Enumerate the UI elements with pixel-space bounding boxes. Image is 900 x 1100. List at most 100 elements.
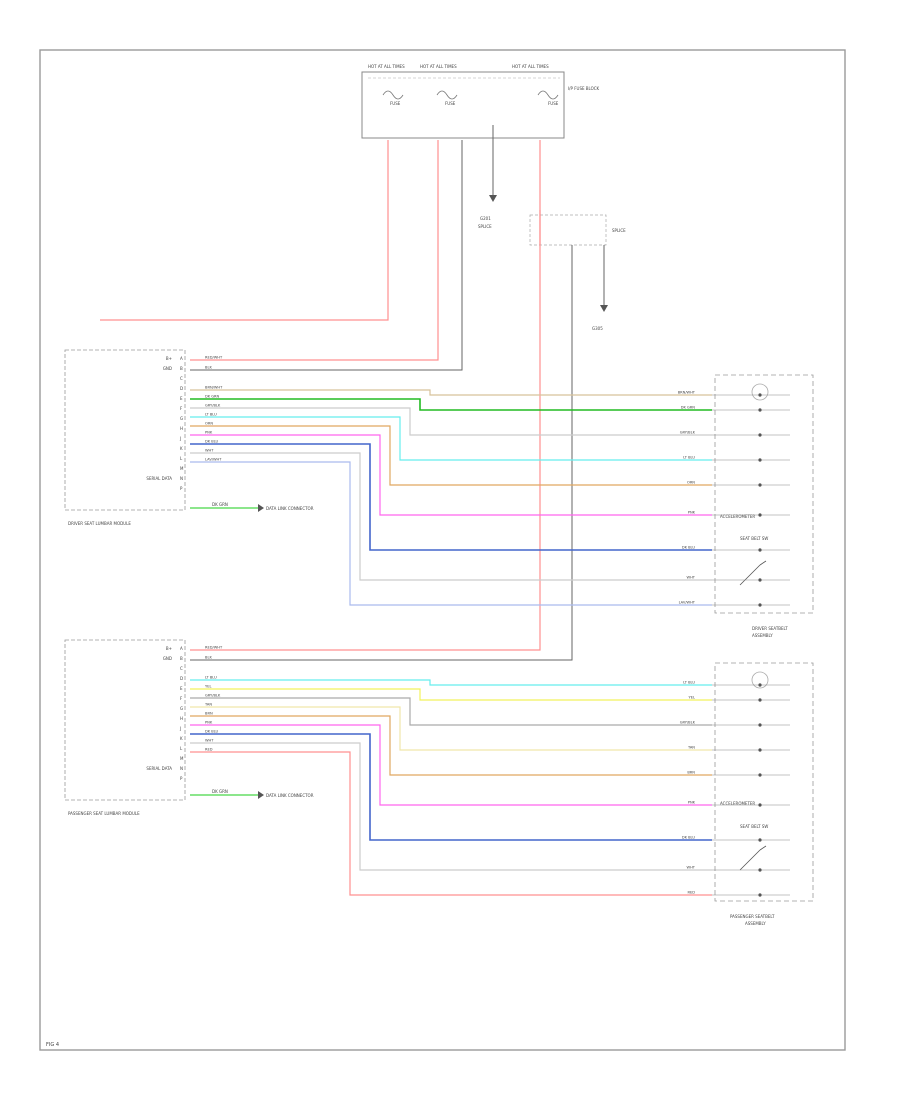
harness-wire-label: GRY/BLK (205, 694, 221, 698)
fuse-symbol-1 (382, 90, 404, 100)
harness-wire-label: DK BLU (205, 440, 219, 444)
passenger-serial-label: DK GRN (212, 789, 228, 794)
harness-wire (190, 751, 712, 896)
driver-assembly-sub: ASSEMBLY (752, 633, 773, 638)
module-pin-label: B+ (166, 646, 172, 651)
harness-wire-label-end: YEL (689, 696, 695, 700)
harness-wire (190, 742, 712, 871)
harness-wire (190, 425, 712, 486)
diagram-frame (39, 49, 846, 1051)
module-pin-number: F (180, 696, 183, 701)
passenger-switch-label: SEAT BELT SW (740, 824, 768, 829)
module-pin-number: H (180, 716, 183, 721)
module-pin-number: E (180, 686, 183, 691)
module-pin-number: K (180, 736, 183, 741)
module-pin-label: B+ (166, 356, 172, 361)
harness-wire (190, 724, 712, 806)
module-pin-number: N (180, 476, 183, 481)
passenger-module-name: PASSENGER SEAT LUMBAR MODULE (68, 811, 140, 816)
harness-wire (190, 443, 712, 551)
harness-wire-label: LT BLU (205, 676, 217, 680)
harness-wire-label-end: GRY/BLK (680, 431, 696, 435)
harness-wire-label-end: DK BLU (682, 546, 696, 550)
module-pin-number: A (180, 646, 183, 651)
module-pin-number: G (180, 706, 183, 711)
module-pin-label: GND (163, 366, 172, 371)
driver-switch-label: SEAT BELT SW (740, 536, 768, 541)
splice-label: SPLICE (612, 228, 626, 233)
feed-wire-red-2 (190, 140, 439, 361)
driver-serial-label: DK GRN (212, 502, 228, 507)
harness-wire (190, 416, 712, 461)
harness-wire-label: LAV/WHT (205, 458, 222, 462)
driver-module-box (64, 349, 186, 511)
harness-wire (190, 452, 712, 581)
fuse-label-3: HOT AT ALL TIMES (512, 64, 549, 69)
module-pin-number: L (180, 456, 183, 461)
harness-wire-label: YEL (205, 685, 211, 689)
module-pin-label: GND (163, 656, 172, 661)
module-pin-number: A (180, 356, 183, 361)
module-pin-number: L (180, 746, 183, 751)
passenger-sensor-icon (751, 671, 769, 689)
driver-module: DRIVER SEAT LUMBAR MODULE (64, 349, 186, 526)
power-wire-label: RED/WHT (205, 356, 223, 360)
harness-wire-label: BRN/WHT (205, 386, 223, 390)
driver-serial-dest: DATA LINK CONNECTOR (266, 506, 314, 511)
fuse-symbol-3 (537, 90, 559, 100)
harness-wire-label: GRY/BLK (205, 404, 221, 408)
harness-wire-label-end: RED (687, 891, 695, 895)
harness-wire-label-end: DK BLU (682, 836, 696, 840)
passenger-serial-arrow-icon (258, 791, 264, 799)
passenger-sensor-label: ACCELEROMETER (720, 801, 755, 806)
ground-g201: G201 SPLICE (478, 125, 497, 229)
harness-wire-label-end: WHT (687, 576, 696, 580)
harness-wire-label: BRN (205, 712, 213, 716)
module-pin-number: J (179, 726, 181, 731)
harness-wire-label: PNK (205, 431, 213, 435)
feed-wire-gry-1 (190, 140, 463, 371)
harness-wire-label-end: BRN/WHT (678, 391, 696, 395)
module-pin-number: K (180, 446, 183, 451)
harness-wire (190, 706, 712, 751)
fuse-name-2: FUSE (445, 101, 456, 106)
harness-wire-label-end: DK GRN (681, 406, 696, 410)
ground-g305: G305 SPLICE (529, 214, 626, 331)
harness-wire (190, 733, 712, 841)
harness-wire-label: RED (205, 748, 213, 752)
harness-wire-label-end: LT BLU (683, 681, 695, 685)
ground2-label: G305 (592, 326, 603, 331)
module-pin-number: H (180, 426, 183, 431)
harness-wire-label: PNK (205, 721, 213, 725)
harness-wire-label: WHT (205, 739, 214, 743)
fuse-block: HOT AT ALL TIMES HOT AT ALL TIMES HOT AT… (361, 64, 600, 139)
driver-sensor-icon (751, 383, 769, 401)
fuse-name-1: FUSE (390, 101, 401, 106)
passenger-switch-icon (739, 845, 767, 871)
splice-box (529, 214, 607, 246)
harness-wire-label: DK GRN (205, 395, 220, 399)
feed-wire-red-3 (190, 140, 541, 651)
feed-wire-red-1 (100, 140, 389, 321)
module-pin-label: SERIAL DATA (146, 476, 172, 481)
passenger-module: PASSENGER SEAT LUMBAR MODULE (64, 639, 186, 816)
passenger-seatbelt-assembly: SEAT BELT SW ACCELEROMETER PASSENGER SEA… (714, 662, 814, 926)
harness-wire (190, 389, 712, 396)
harness-wire-label-end: LAV/WHT (679, 601, 696, 605)
module-pin-number: M (180, 756, 184, 761)
driver-seatbelt-assembly: SEAT BELT SW ACCELEROMETER DRIVER SEATBE… (714, 374, 814, 638)
fuse-label-2: HOT AT ALL TIMES (420, 64, 457, 69)
passenger-module-box (64, 639, 186, 801)
harness-wire (190, 688, 712, 701)
module-pin-number: C (180, 376, 183, 381)
fuse-label-1: HOT AT ALL TIMES (368, 64, 405, 69)
harness-wire-label-end: WHT (687, 866, 696, 870)
ground-wire-label: BLK (205, 366, 212, 370)
module-pin-number: D (180, 386, 183, 391)
ground-arrow-icon (489, 195, 497, 202)
module-pin-number: J (179, 436, 181, 441)
harness-wire-label: LT BLU (205, 413, 217, 417)
